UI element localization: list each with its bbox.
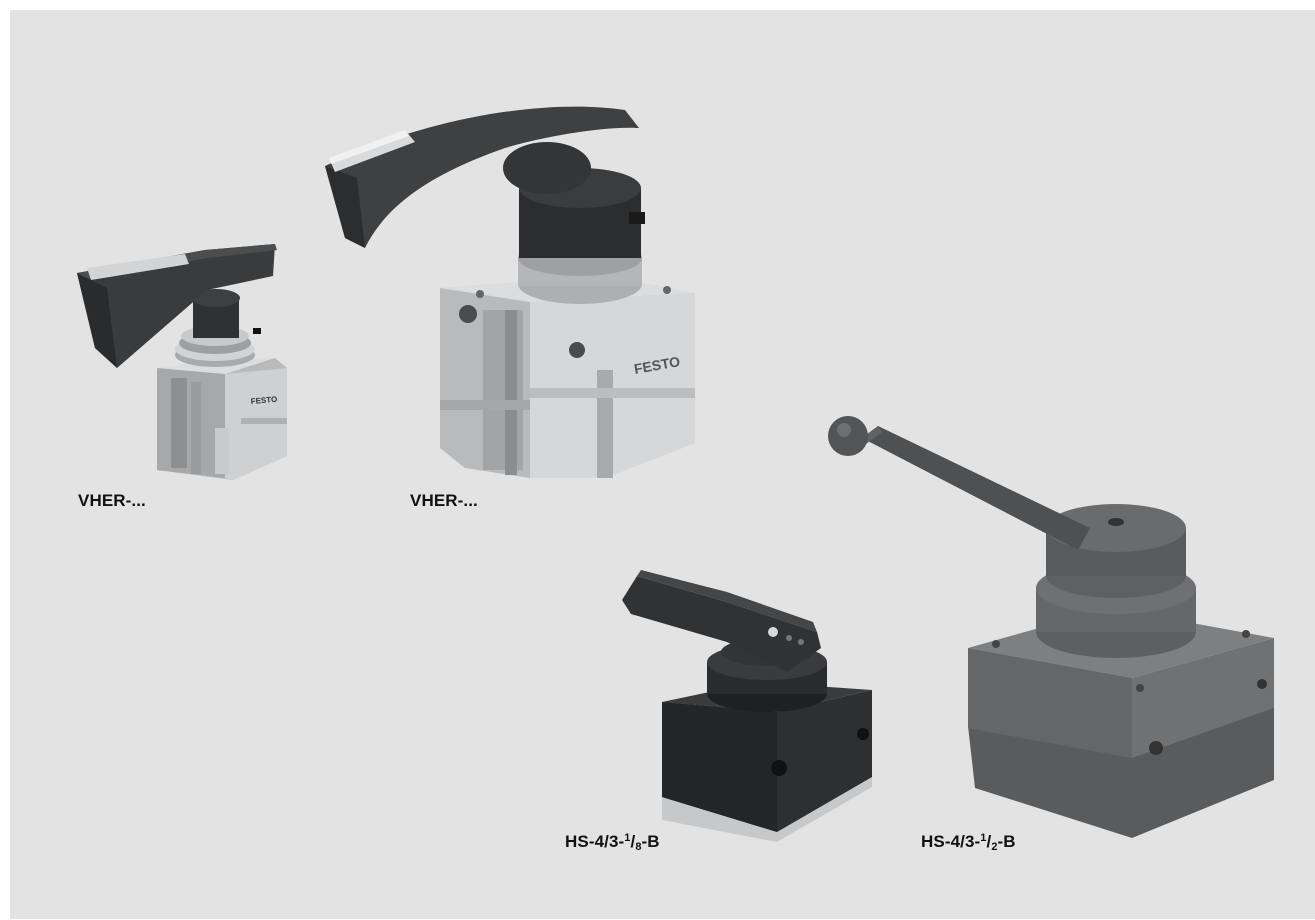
caption-vher-small: VHER-... <box>78 491 146 511</box>
large-vher-valve-icon: FESTO <box>325 106 695 478</box>
small-vher-brand-mark: FESTO <box>250 395 277 406</box>
caption-hs-1-2-suffix: -B <box>997 832 1016 851</box>
caption-hs-1-8-prefix: HS-4/3- <box>565 832 625 851</box>
caption-vher-small-text: VHER-... <box>78 491 146 510</box>
caption-hs-1-2-prefix: HS-4/3- <box>921 832 981 851</box>
product-photo-panel: FESTO FESTO <box>10 10 1315 919</box>
hs-4-3-1-8-valve-icon <box>622 570 872 842</box>
caption-hs-4-3-1-8-b: HS-4/3-1/8-B <box>565 832 660 853</box>
large-vher-brand-mark: FESTO <box>633 353 682 377</box>
caption-hs-1-2-fraction-num: 1 <box>980 832 987 844</box>
caption-hs-1-2-fraction-den: 2 <box>991 841 998 853</box>
caption-hs-1-8-suffix: -B <box>641 832 660 851</box>
caption-vher-large-text: VHER-... <box>410 491 478 510</box>
caption-hs-4-3-1-2-b: HS-4/3-1/2-B <box>921 832 1016 853</box>
caption-hs-1-8-fraction-den: 8 <box>635 841 642 853</box>
small-vher-valve-icon: FESTO <box>77 244 287 480</box>
caption-hs-1-2-fraction-slash: / <box>986 832 992 851</box>
caption-hs-1-8-fraction-slash: / <box>630 832 636 851</box>
caption-vher-large: VHER-... <box>410 491 478 511</box>
caption-hs-1-8-fraction-num: 1 <box>624 832 631 844</box>
hs-4-3-1-2-valve-icon <box>828 416 1274 838</box>
